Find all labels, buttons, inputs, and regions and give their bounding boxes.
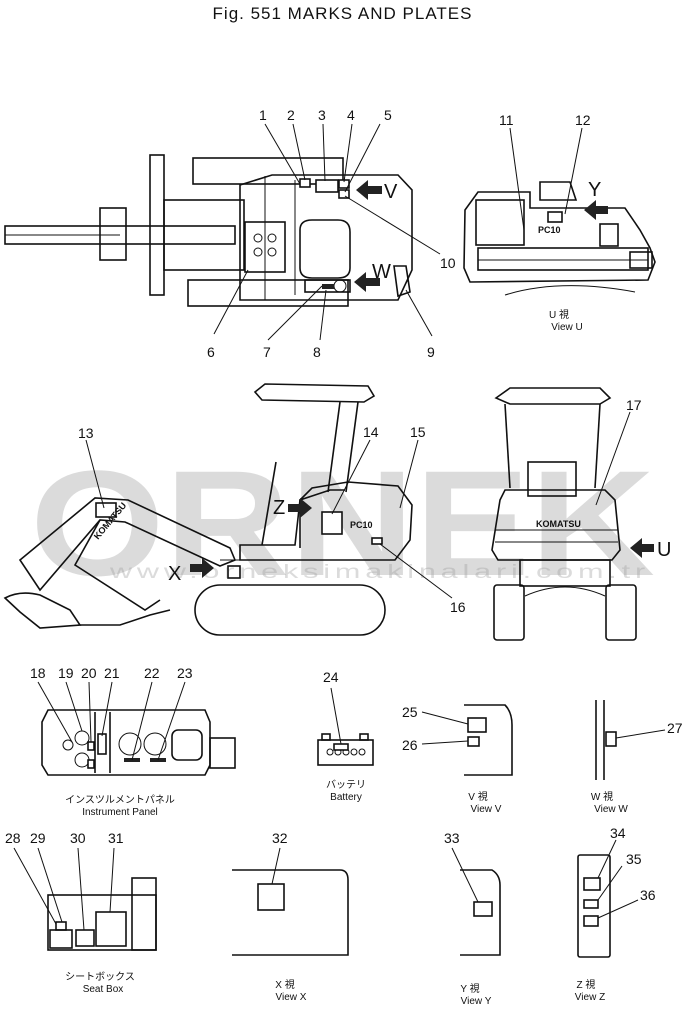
top-view-illustration <box>4 123 441 341</box>
callout-10: 10 <box>440 255 456 271</box>
figure-title: Fig. 551 MARKS AND PLATES <box>212 4 473 23</box>
view-y-illustration <box>451 847 501 956</box>
view-letter-u: U <box>657 539 671 561</box>
caption-view-w-jp: W 視 <box>591 790 613 803</box>
view-letter-z: Z <box>273 497 285 519</box>
caption-view-z-en: View Z <box>575 992 605 1003</box>
callout-14: 14 <box>363 424 379 440</box>
instrument-panel-illustration <box>37 681 236 776</box>
caption-view-u-en: View U <box>551 322 583 333</box>
logo-model-side: PC10 <box>350 520 373 530</box>
caption-battery-jp: バッテリ <box>326 779 366 791</box>
caption-view-x-jp: X 視 <box>275 978 294 991</box>
callout-18: 18 <box>30 665 46 681</box>
caption-view-w-en: View W <box>594 804 628 815</box>
caption-view-u-jp: U 視 <box>549 308 569 321</box>
callout-17: 17 <box>626 397 642 413</box>
callout-30: 30 <box>70 830 86 846</box>
callout-23: 23 <box>177 665 193 681</box>
caption-view-v-jp: V 視 <box>468 790 487 803</box>
logo-model-side-u: PC10 <box>538 225 561 235</box>
callout-31: 31 <box>108 830 124 846</box>
callout-26: 26 <box>402 737 418 753</box>
callout-3: 3 <box>318 107 326 123</box>
battery-illustration <box>317 687 374 766</box>
view-letter-x: X <box>168 563 181 585</box>
callout-21: 21 <box>104 665 120 681</box>
callout-24: 24 <box>323 669 339 685</box>
caption-instrument-panel-en: Instrument Panel <box>82 807 158 818</box>
callout-19: 19 <box>58 665 74 681</box>
callout-33: 33 <box>444 830 460 846</box>
callout-5: 5 <box>384 107 392 123</box>
view-letter-v: V <box>384 181 398 203</box>
caption-seat-box-en: Seat Box <box>83 984 124 995</box>
callout-13: 13 <box>78 425 94 441</box>
callout-25: 25 <box>402 704 418 720</box>
caption-view-v-en: View V <box>471 804 502 815</box>
callout-12: 12 <box>575 112 591 128</box>
logo-brand-rear: KOMATSU <box>536 519 581 529</box>
callout-4: 4 <box>347 107 355 123</box>
callout-36: 36 <box>640 887 656 903</box>
view-w-illustration <box>595 700 666 780</box>
callout-29: 29 <box>30 830 46 846</box>
caption-view-z-jp: Z 視 <box>577 978 596 991</box>
callout-2: 2 <box>287 107 295 123</box>
caption-view-y-jp: Y 視 <box>460 982 479 995</box>
caption-battery-en: Battery <box>330 792 362 803</box>
callout-32: 32 <box>272 830 288 846</box>
callout-6: 6 <box>207 344 215 360</box>
rear-view-illustration: KOMATSU <box>491 387 654 641</box>
view-x-illustration <box>232 847 349 956</box>
caption-instrument-panel-jp: インスツルメントパネル <box>65 794 175 806</box>
callout-numbers: 1 2 3 4 5 6 7 8 9 10 11 12 13 14 15 16 1… <box>5 107 683 903</box>
callout-22: 22 <box>144 665 160 681</box>
caption-view-x-en: View X <box>276 992 307 1003</box>
callout-16: 16 <box>450 599 466 615</box>
callout-20: 20 <box>81 665 97 681</box>
callout-28: 28 <box>5 830 21 846</box>
callout-34: 34 <box>610 825 626 841</box>
caption-seat-box-jp: シートボックス <box>65 971 135 983</box>
view-u-illustration: PC10 <box>463 127 656 296</box>
watermark-url: www.orneksimakinalari.com.tr <box>108 562 650 583</box>
callout-8: 8 <box>313 344 321 360</box>
seat-box-illustration <box>13 847 157 951</box>
callout-27: 27 <box>667 720 683 736</box>
callout-9: 9 <box>427 344 435 360</box>
callout-15: 15 <box>410 424 426 440</box>
callout-11: 11 <box>499 112 514 128</box>
callout-7: 7 <box>263 344 271 360</box>
caption-view-y-en: View Y <box>461 996 492 1007</box>
callout-1: 1 <box>259 107 267 123</box>
view-v-illustration <box>421 704 513 776</box>
view-letter-y: Y <box>588 179 601 201</box>
view-letter-w: W <box>372 261 391 283</box>
view-z-illustration <box>577 839 639 958</box>
callout-35: 35 <box>626 851 642 867</box>
